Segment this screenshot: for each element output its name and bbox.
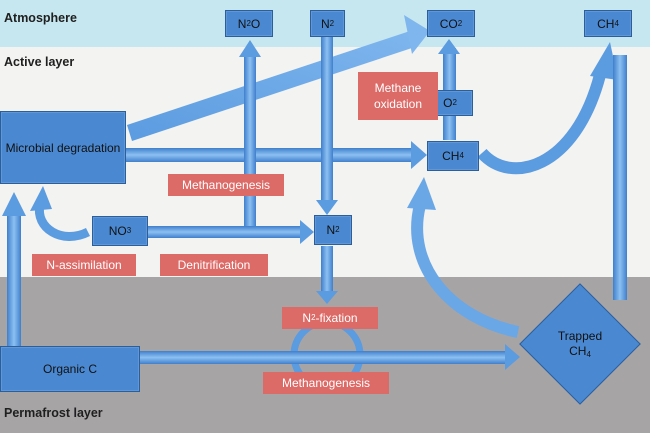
arrow-trapped-to-ch4-head xyxy=(407,177,436,210)
trapped-ch4-line2: CH4 xyxy=(569,344,591,359)
permafrost-layer-label: Permafrost layer xyxy=(4,406,103,420)
tag-methanogenesis-permafrost: Methanogenesis xyxy=(263,372,389,394)
node-o2-main: O xyxy=(443,96,453,110)
node-n2-top-main: N xyxy=(320,16,330,31)
tag-n2-fixation-main: N xyxy=(302,311,312,325)
node-n2-active-main: N xyxy=(326,223,336,237)
arrow-trapped-to-ch4-curve xyxy=(411,203,520,338)
arrow-no3-to-n2 xyxy=(148,220,314,244)
arrow-organic-to-trapped xyxy=(140,344,520,370)
tag-methanogenesis-active: Methanogenesis xyxy=(168,174,284,196)
node-trapped-ch4: Trapped CH4 xyxy=(519,283,641,405)
arrow-ch4-to-atmosphere-head xyxy=(590,42,618,80)
arrow-microbial-to-co2 xyxy=(127,15,430,141)
arrow-n2-to-fixation xyxy=(316,246,338,304)
tag-methane-oxidation: Methane oxidation xyxy=(358,72,438,120)
node-n2o-main: N xyxy=(237,16,247,31)
tag-n2-fixation-tail: -fixation xyxy=(315,311,358,325)
arrow-denitrification-to-n2o xyxy=(239,40,261,230)
arrow-n-assimilation-head xyxy=(30,186,52,211)
atmosphere-label: Atmosphere xyxy=(4,11,77,25)
trapped-ch4-main: CH xyxy=(569,344,587,358)
active-layer-label: Active layer xyxy=(4,55,75,69)
arrow-n-assimilation-loop xyxy=(34,204,91,241)
node-organic-c: Organic C xyxy=(0,346,140,392)
node-microbial-degradation: Microbial degradation xyxy=(0,111,126,184)
tag-denitrification: Denitrification xyxy=(160,254,268,276)
arrow-trapped-to-atmosphere xyxy=(613,55,627,300)
node-co2-main: CO xyxy=(439,16,458,31)
arrow-ch4-to-atmosphere-curve xyxy=(477,73,606,175)
node-ch4-active-main: CH xyxy=(442,149,460,163)
tag-methane-oxidation-line1: Methane xyxy=(374,81,422,95)
tag-methane-oxidation-line2: oxidation xyxy=(373,97,423,111)
trapped-ch4-sub: 4 xyxy=(586,350,591,359)
trapped-ch4-text: Trapped CH4 xyxy=(520,284,640,404)
node-ch4-atmosphere-main: CH xyxy=(597,16,615,31)
node-no3-main: NO xyxy=(108,224,127,238)
node-n2o-tail: O xyxy=(250,16,261,31)
arrow-n2-top-to-n2-mid xyxy=(316,37,338,215)
arrow-organic-to-microbial xyxy=(2,192,26,346)
arrow-microbial-to-ch4 xyxy=(126,141,427,169)
tag-n-assimilation: N-assimilation xyxy=(32,254,136,276)
trapped-ch4-line1: Trapped xyxy=(557,329,603,343)
